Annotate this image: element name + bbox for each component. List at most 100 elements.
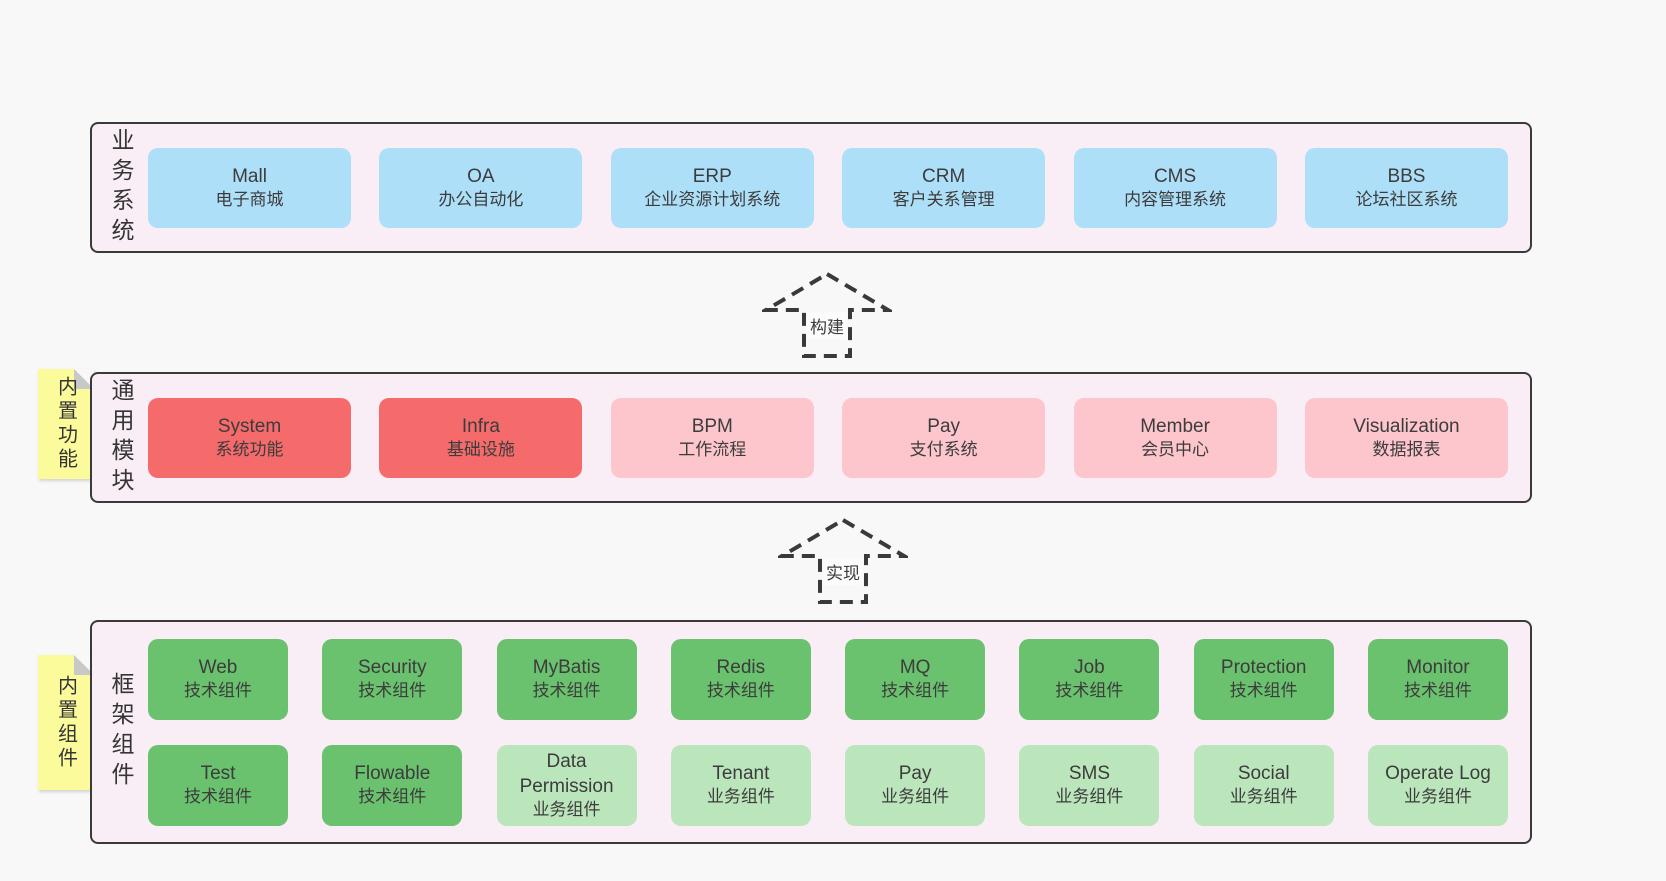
up-arrow-icon	[778, 517, 908, 604]
module-desc: 支付系统	[909, 439, 978, 459]
module-name: Pay	[927, 415, 961, 437]
module-name: Social	[1237, 763, 1290, 785]
module-name: Tenant	[712, 763, 770, 785]
module-desc: 技术组件	[1055, 681, 1124, 701]
module-name: Redis	[716, 657, 766, 679]
module-desc: 技术组件	[1403, 681, 1472, 701]
module-name: OA	[467, 165, 495, 187]
module-desc: 技术组件	[358, 681, 427, 701]
build-arrow: 构建	[762, 270, 892, 360]
sticky-note-builtin-features: 内置功能	[38, 369, 94, 479]
module-name: Pay	[898, 763, 932, 785]
module-desc: 业务组件	[881, 787, 950, 807]
implement-arrow: 实现	[778, 516, 908, 606]
folded-corner-icon	[74, 369, 94, 389]
module-desc: 技术组件	[706, 681, 775, 701]
up-arrow-icon	[762, 271, 892, 358]
module-name: Test	[200, 763, 236, 785]
module-desc: 系统功能	[215, 439, 284, 459]
module-desc: 业务组件	[532, 799, 601, 819]
note-text: 内置功能	[54, 376, 77, 472]
module-name: Data Permission	[519, 750, 614, 797]
note-text: 内置组件	[54, 674, 77, 771]
module-name: Member	[1140, 415, 1210, 437]
module-name: BPM	[691, 415, 733, 437]
module-name: Flowable	[354, 763, 431, 785]
module-name: Job	[1074, 657, 1105, 679]
arrow-label-implement: 实现	[823, 558, 863, 585]
module-desc: 技术组件	[532, 681, 601, 701]
module-name: Web	[198, 657, 238, 679]
module-desc: 内容管理系统	[1124, 189, 1227, 209]
module-desc: 业务组件	[1403, 787, 1472, 807]
module-desc: 会员中心	[1141, 439, 1210, 459]
module-name: Infra	[461, 415, 500, 437]
module-name: System	[217, 415, 282, 437]
module-desc: 技术组件	[358, 787, 427, 807]
module-name: Monitor	[1406, 657, 1470, 679]
module-name: SMS	[1068, 763, 1110, 785]
module-desc: 业务组件	[1229, 787, 1298, 807]
module-name: BBS	[1387, 165, 1426, 187]
layer-label-framework-components: 框架组件	[108, 672, 134, 792]
folded-corner-icon	[74, 655, 94, 675]
module-desc: 办公自动化	[438, 189, 524, 209]
module-name: Visualization	[1353, 415, 1460, 437]
module-desc: 业务组件	[1055, 787, 1124, 807]
module-desc: 企业资源计划系统	[644, 189, 781, 209]
module-desc: 客户关系管理	[892, 189, 995, 209]
module-desc: 业务组件	[706, 787, 775, 807]
module-name: Security	[357, 657, 427, 679]
layer-label-business-systems: 业务系统	[108, 127, 134, 248]
module-desc: 技术组件	[184, 787, 252, 807]
module-name: Operate Log	[1385, 763, 1491, 785]
module-desc: 技术组件	[1229, 681, 1298, 701]
module-name: CRM	[922, 165, 966, 187]
module-desc: 论坛社区系统	[1355, 189, 1458, 209]
module-name: ERP	[692, 165, 732, 187]
module-desc: 技术组件	[881, 681, 950, 701]
module-name: Protection	[1220, 657, 1307, 679]
module-desc: 数据报表	[1372, 439, 1441, 459]
layer-label-common-modules: 通用模块	[108, 377, 134, 498]
module-name: CMS	[1153, 165, 1197, 187]
arrow-label-build: 构建	[807, 312, 847, 339]
module-desc: 电子商城	[215, 189, 284, 209]
module-name: MyBatis	[532, 657, 601, 679]
sticky-note-builtin-components: 内置组件	[38, 655, 94, 790]
